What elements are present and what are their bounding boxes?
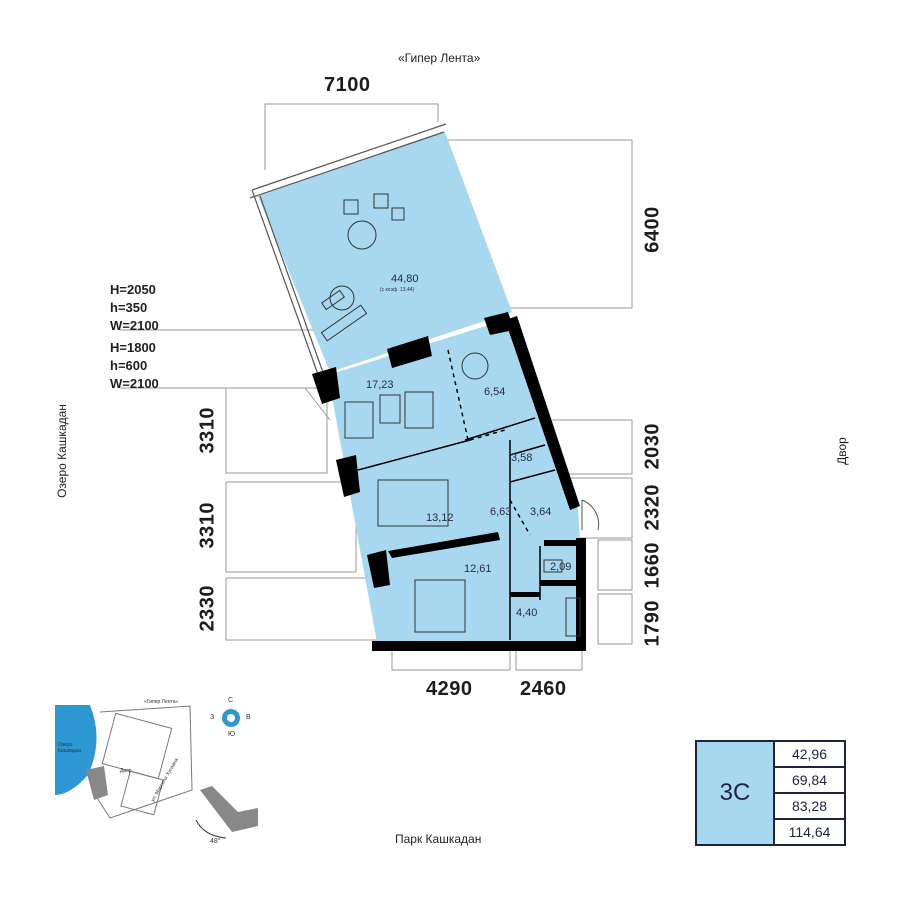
- terrace-railing: [249, 123, 447, 381]
- dim-right-3: 1660: [641, 542, 664, 589]
- window-spec-1-h-small: h=350: [110, 300, 148, 315]
- dim-bottom-1: 4290: [426, 678, 473, 700]
- furniture: [320, 193, 581, 637]
- building-gray: [200, 786, 258, 832]
- dim-right-top: 6400: [641, 206, 664, 253]
- area-hall-small: 3,58: [511, 452, 533, 464]
- window-spec-2: H=1800 h=600 W=2100: [110, 339, 159, 393]
- dim-bottom-2: 2460: [520, 678, 567, 700]
- apartment-type: 3С: [697, 742, 775, 844]
- window-spec-1: H=2050 h=350 W=2100: [110, 281, 159, 335]
- summary-area-3: 83,28: [775, 794, 844, 820]
- area-list: 42,96 69,84 83,28 114,64: [775, 742, 844, 844]
- west-label: Озеро Кашкадан: [55, 404, 69, 498]
- area-corridor: 6,63: [490, 506, 512, 518]
- mini-north-label: «Гипер Лента»: [144, 699, 179, 705]
- compass-s: Ю: [228, 731, 236, 738]
- site-map: [55, 705, 258, 839]
- compass-w: З: [210, 714, 215, 721]
- summary-area-1: 42,96: [775, 742, 844, 768]
- entry-door: [581, 499, 600, 531]
- south-label: Парк Кашкадан: [395, 832, 482, 846]
- compass-n: С: [228, 697, 234, 704]
- dim-left-2: 3310: [196, 502, 219, 549]
- building-gray: [86, 766, 108, 800]
- terrace-fill: [258, 132, 512, 372]
- area-wardrobe: 3,64: [530, 506, 552, 518]
- area-terrace: 44,80: [391, 273, 419, 285]
- east-label: Двор: [835, 437, 849, 465]
- apartment-summary: 3С 42,96 69,84 83,28 114,64: [695, 740, 846, 846]
- walls: [312, 312, 586, 651]
- area-bath: 4,40: [516, 607, 538, 619]
- interior-walls: [357, 417, 556, 640]
- window-spec-2-w: W=2100: [110, 376, 159, 391]
- window-spec-2-h-small: h=600: [110, 358, 148, 373]
- north-label: «Гипер Лента»: [398, 51, 481, 65]
- dim-right-1: 2030: [641, 423, 664, 470]
- area-wc: 2,09: [550, 561, 572, 573]
- area-bedroom-1: 13,12: [426, 512, 454, 524]
- mini-lake-label: Озеро Кашкадан: [58, 742, 82, 754]
- apartment-fill: [328, 320, 586, 648]
- dim-right-4: 1790: [641, 600, 664, 647]
- dim-left-1: 3310: [196, 407, 219, 454]
- lake-shape: [55, 705, 97, 795]
- dashed-dividers: [447, 349, 531, 536]
- dimension-lines: [120, 103, 633, 671]
- area-terrace-note: (с коэф. 13,44): [380, 287, 415, 293]
- dim-left-3: 2330: [196, 585, 219, 632]
- dim-right-2: 2320: [641, 484, 664, 531]
- summary-area-4: 114,64: [788, 824, 831, 840]
- area-living: 17,23: [366, 379, 394, 391]
- window-spec-1-w: W=2100: [110, 318, 159, 333]
- window-spec-1-h-big: H=2050: [110, 282, 156, 297]
- dim-top: 7100: [324, 74, 371, 96]
- compass-e: В: [246, 714, 251, 721]
- summary-area-2: 69,84: [775, 768, 844, 794]
- area-bedroom-2: 12,61: [464, 563, 492, 575]
- mini-yard-label: Двор: [120, 768, 132, 774]
- mini-angle: 48°: [210, 838, 221, 845]
- room-fills: [258, 132, 586, 648]
- window-spec-2-h-big: H=1800: [110, 340, 156, 355]
- area-kitchen: 6,54: [484, 386, 506, 398]
